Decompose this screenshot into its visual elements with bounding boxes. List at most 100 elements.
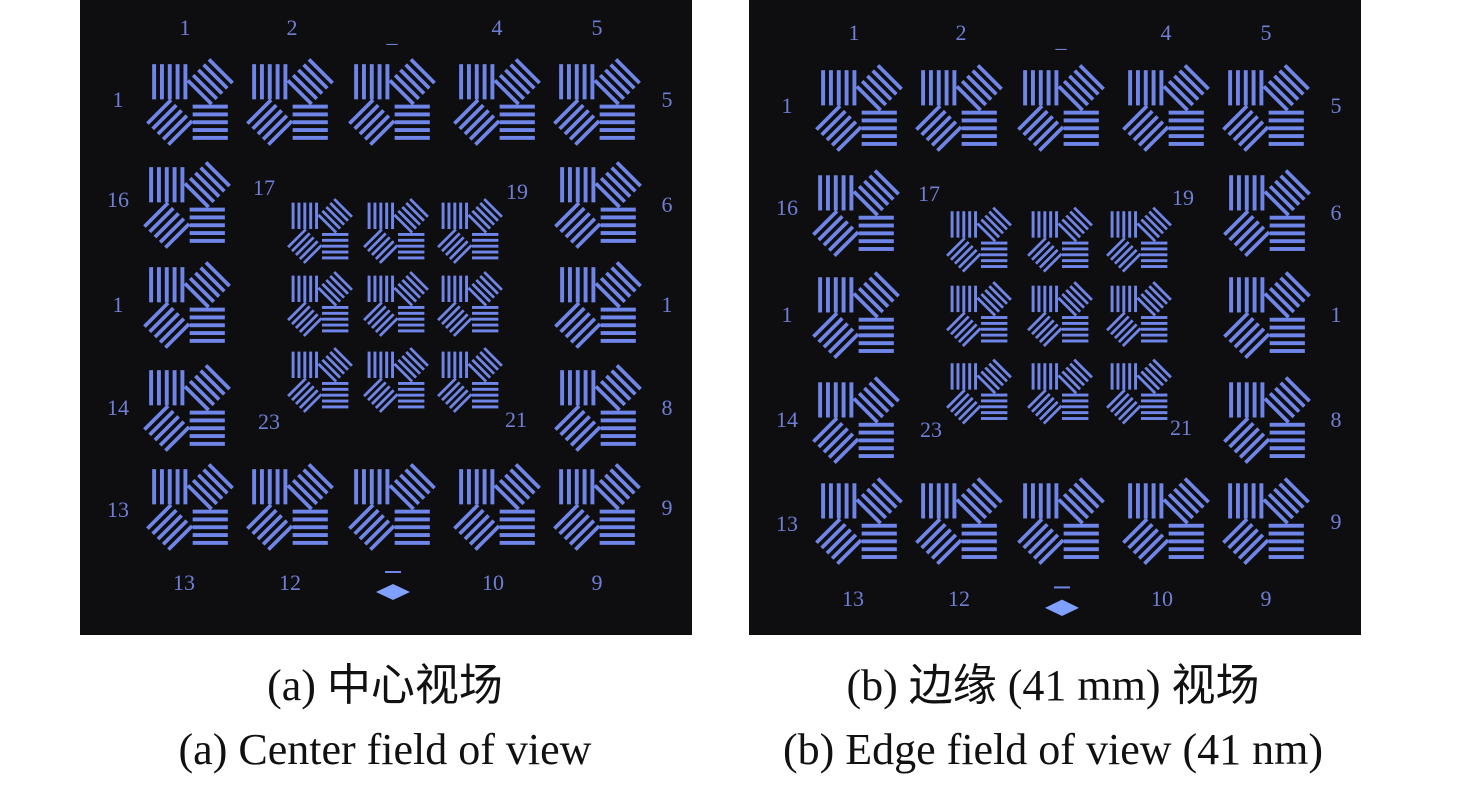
bar: [286, 79, 313, 106]
bar: [373, 202, 377, 230]
diagonal-bars: [1263, 169, 1311, 217]
bar: [1055, 211, 1059, 238]
bar: [153, 415, 180, 442]
bar: [397, 399, 425, 403]
diagonal-bars: [143, 201, 191, 249]
bar: [385, 351, 389, 379]
vertical-bars: [559, 64, 595, 100]
bar: [1259, 70, 1264, 106]
bar: [599, 540, 635, 545]
bar: [490, 469, 495, 505]
bar: [404, 63, 431, 90]
bar: [1263, 292, 1290, 319]
bar: [348, 503, 375, 530]
bar: [582, 469, 587, 505]
bar: [836, 125, 863, 152]
inner-target: [437, 347, 503, 413]
diagonal-bars: [1017, 104, 1065, 152]
bar: [261, 519, 289, 546]
bar: [858, 430, 894, 435]
vertical-bars: [252, 469, 288, 505]
bar: [1061, 241, 1089, 245]
inner-label: 23: [920, 417, 942, 442]
inner-target: [363, 198, 429, 264]
bar: [321, 358, 342, 379]
bar: [575, 425, 602, 452]
bar: [189, 238, 225, 243]
bar: [1134, 363, 1138, 390]
bar: [956, 285, 960, 313]
bar: [566, 469, 571, 505]
bar: [188, 276, 216, 304]
bar: [192, 120, 228, 125]
bar: [369, 469, 374, 505]
diagonal-bars: [317, 198, 353, 234]
bar: [1046, 70, 1051, 106]
bar: [452, 393, 473, 413]
vertical-bars: [149, 370, 185, 406]
bar: [860, 493, 888, 520]
inner-target: [287, 271, 353, 337]
bar: [1042, 252, 1063, 273]
diagonal-bars: [1106, 237, 1142, 273]
bar: [567, 267, 572, 303]
vertical-bars: [367, 275, 395, 303]
bar: [944, 483, 949, 519]
vertical-bars: [354, 469, 390, 505]
bar: [1168, 523, 1204, 528]
bar: [858, 247, 894, 251]
bar: [367, 305, 387, 326]
bar: [1038, 125, 1065, 152]
bar: [1121, 327, 1142, 347]
bar: [167, 469, 172, 505]
bar: [1063, 118, 1099, 123]
bar: [980, 393, 1008, 397]
bar: [388, 79, 415, 106]
bar: [1136, 374, 1157, 395]
bar: [369, 119, 396, 146]
bar: [490, 64, 495, 100]
bar: [1017, 104, 1044, 131]
bar: [1229, 382, 1234, 418]
bar: [394, 135, 430, 140]
bar: [363, 114, 391, 141]
bar: [297, 68, 324, 95]
bar: [1268, 523, 1304, 528]
diagonal-bars: [287, 228, 323, 264]
bar: [354, 469, 359, 505]
bar: [183, 64, 188, 100]
bar: [391, 202, 395, 230]
bar: [1043, 363, 1047, 390]
bar: [868, 174, 895, 201]
bar: [591, 267, 596, 303]
bar: [321, 323, 349, 327]
bar: [441, 351, 445, 379]
bar: [437, 301, 457, 322]
diagonal-bars: [287, 377, 323, 413]
bar: [251, 103, 278, 131]
bar: [868, 276, 895, 303]
bar: [292, 104, 328, 109]
bar: [861, 523, 897, 528]
bar: [598, 478, 626, 506]
bar: [397, 305, 425, 309]
bar: [291, 478, 319, 506]
bar: [149, 167, 154, 203]
vertical-bars: [1031, 285, 1059, 313]
bar: [604, 473, 631, 500]
right-label: 9: [1330, 509, 1342, 535]
bar: [143, 404, 170, 431]
bar: [1034, 396, 1055, 417]
bar: [1140, 405, 1168, 409]
bar: [309, 351, 313, 379]
bar: [1269, 341, 1305, 346]
diagonal-bars: [554, 201, 602, 249]
bar: [394, 533, 430, 538]
bar: [493, 79, 520, 106]
bar: [604, 68, 631, 95]
bar: [812, 416, 839, 444]
inner-label: 21: [505, 407, 527, 432]
bar: [600, 231, 636, 236]
bar: [189, 231, 225, 236]
bar: [275, 64, 280, 100]
